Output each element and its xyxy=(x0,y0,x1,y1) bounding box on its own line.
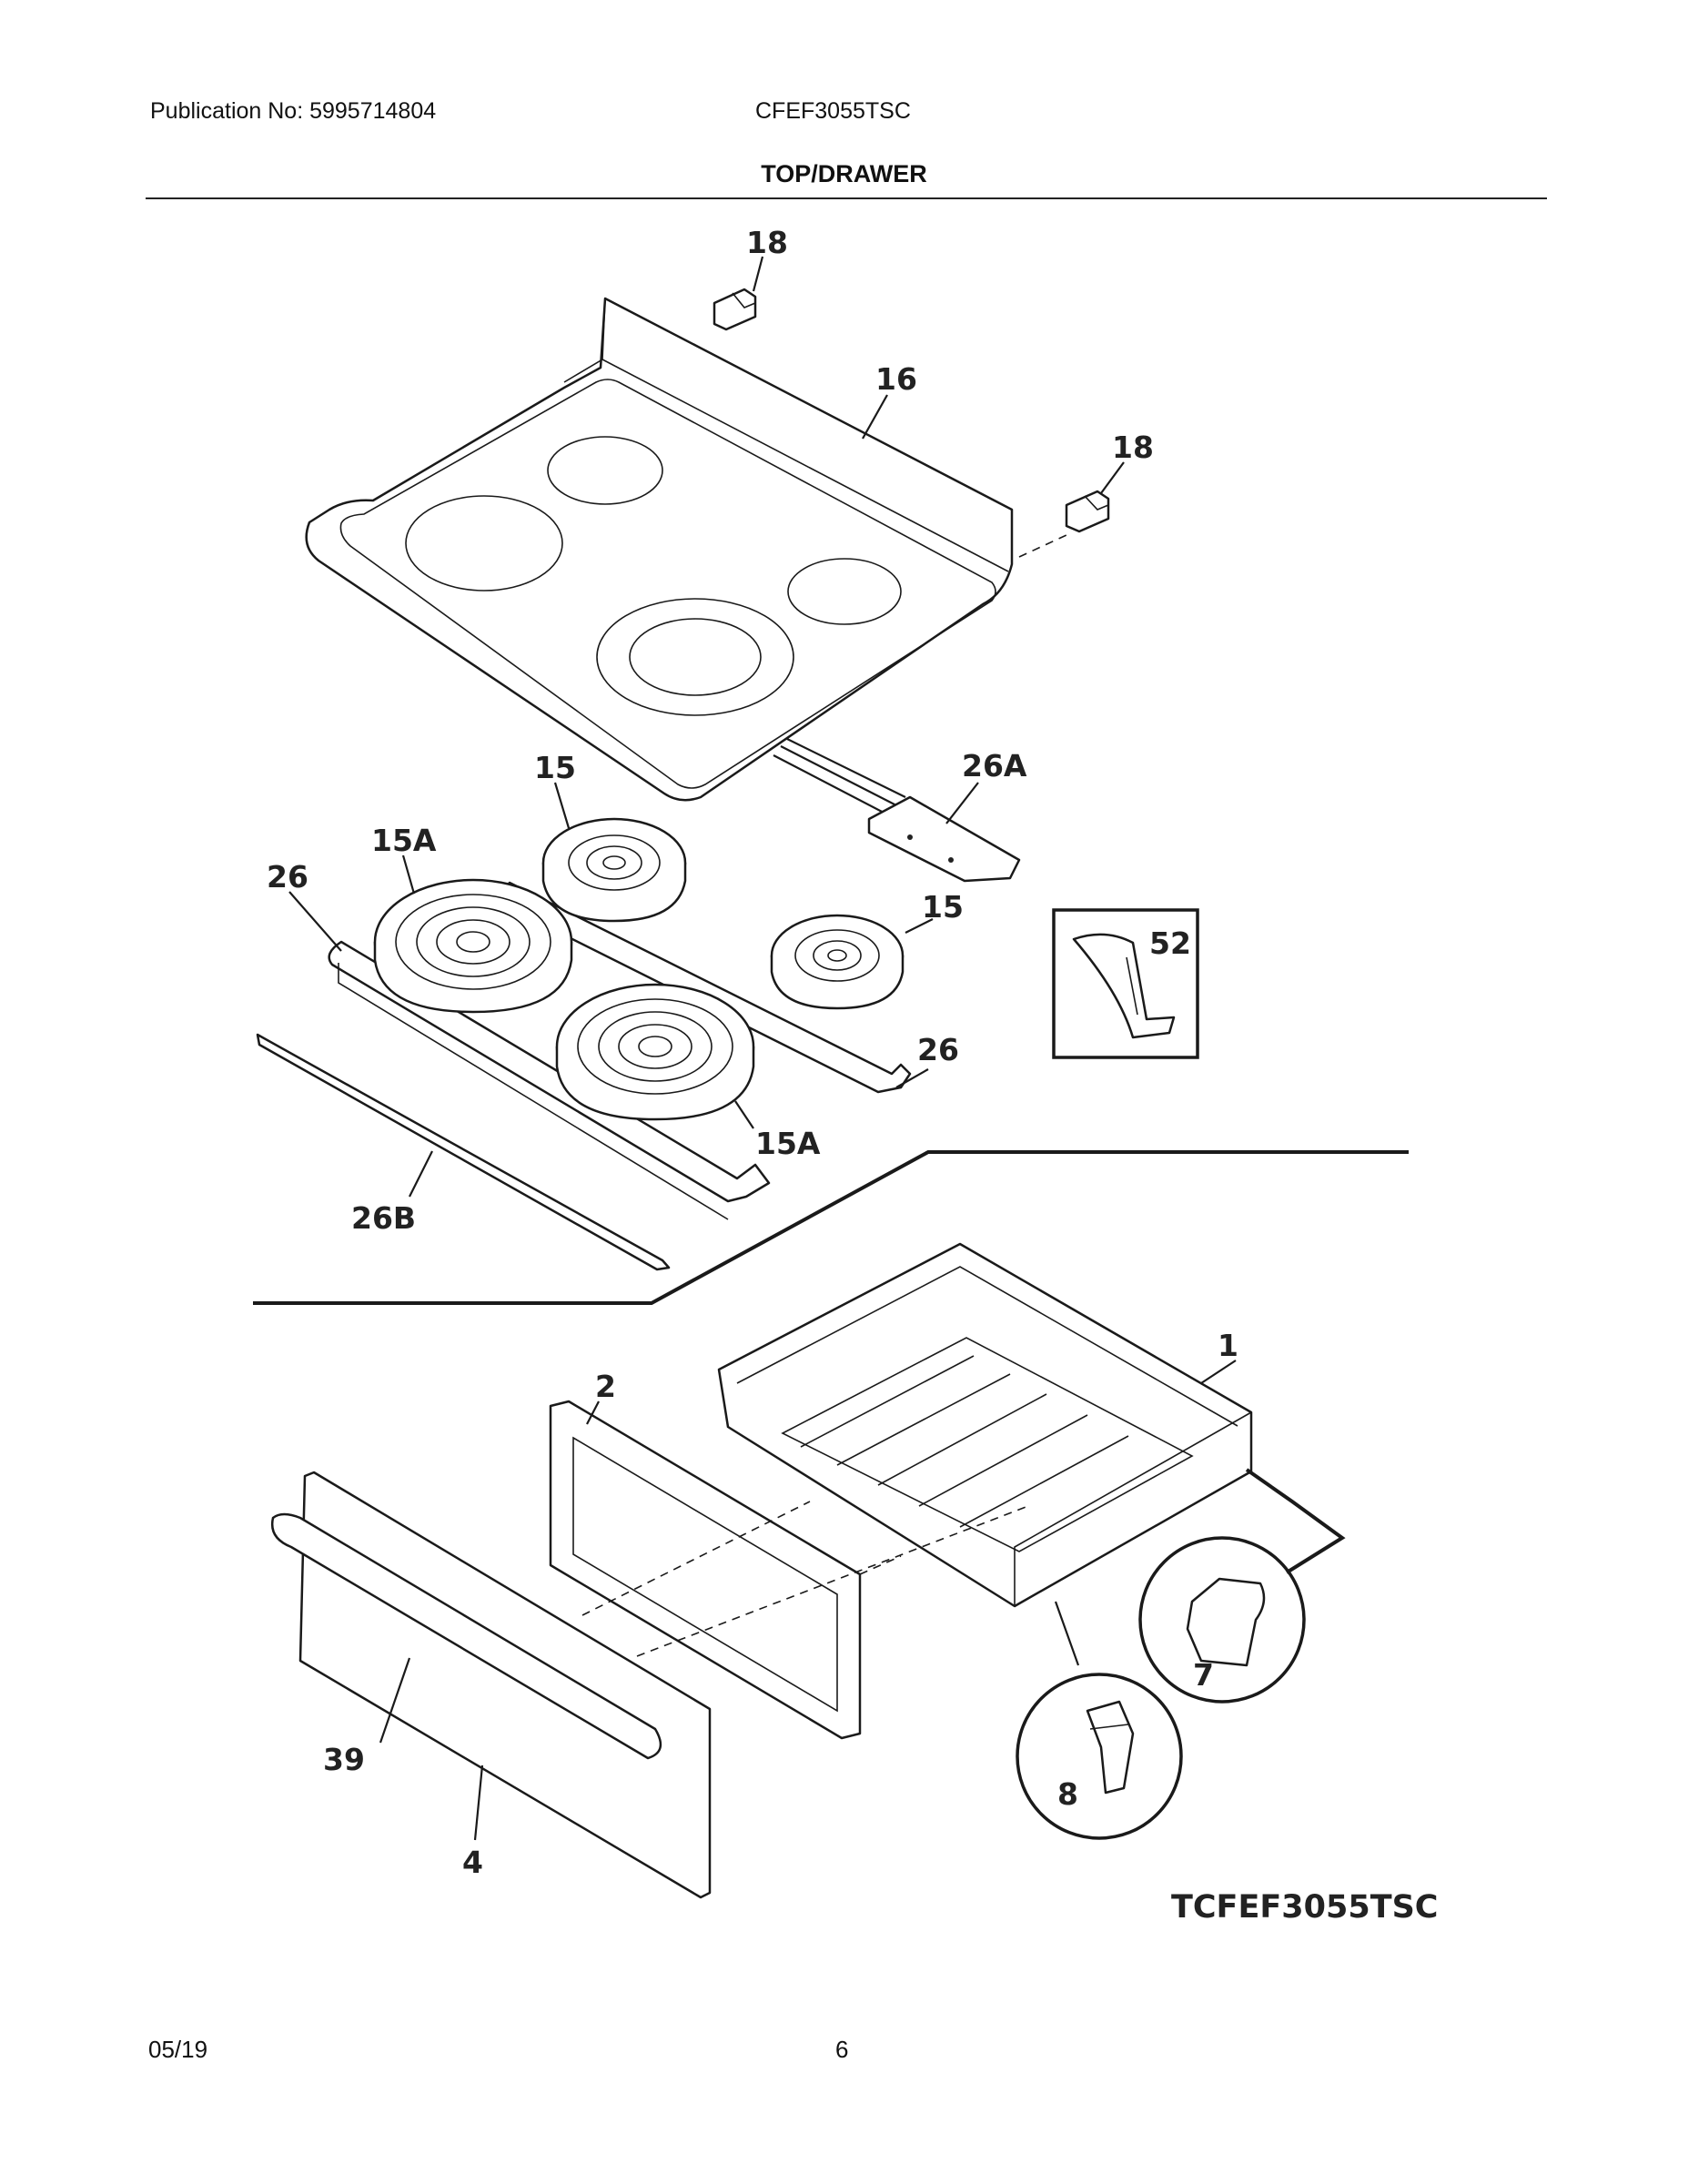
surface-element-large-left xyxy=(373,878,573,1014)
callout-16: 16 xyxy=(875,361,917,397)
callout-18-rear-left: 18 xyxy=(746,225,788,260)
callout-26-rear: 26 xyxy=(267,859,308,895)
wire-harness xyxy=(773,738,1021,883)
callout-15A-left: 15A xyxy=(371,823,437,858)
callout-4: 4 xyxy=(462,1845,483,1880)
top-bracket-rear-left xyxy=(713,288,757,331)
callout-52: 52 xyxy=(1149,925,1191,961)
callout-15-front: 15 xyxy=(922,889,964,925)
footer-page-number: 6 xyxy=(835,2036,849,2063)
callout-18-rear-right: 18 xyxy=(1112,430,1154,465)
callout-39: 39 xyxy=(323,1742,365,1777)
detail-circle-part-7 xyxy=(1138,1468,1346,1704)
detail-circle-part-8 xyxy=(1016,1601,1183,1840)
surface-element-large-right xyxy=(555,983,755,1121)
callout-8: 8 xyxy=(1057,1776,1078,1812)
model-number: CFEF3055TSC xyxy=(755,98,911,124)
inset-box-part-52 xyxy=(1052,908,1199,1059)
top-bracket-rear-right xyxy=(1065,490,1110,533)
diagram-code: TCFEF3055TSC xyxy=(1171,1889,1438,1926)
callout-15A-right: 15A xyxy=(755,1126,821,1161)
cooktop-glass-top xyxy=(305,297,1014,802)
drawer-inner-panel xyxy=(549,1400,862,1740)
surface-element-small-front xyxy=(770,914,905,1010)
callout-26A: 26A xyxy=(962,748,1027,784)
section-title: TOP/DRAWER xyxy=(761,160,927,187)
callout-15-rear: 15 xyxy=(534,750,576,785)
callout-1: 1 xyxy=(1218,1328,1238,1363)
callout-26B: 26B xyxy=(351,1200,416,1236)
callout-26-front: 26 xyxy=(917,1032,959,1067)
header-rule xyxy=(146,197,1547,199)
front-trim-strip xyxy=(256,1033,671,1271)
drawer-body xyxy=(717,1242,1253,1608)
section-divider xyxy=(253,1150,1409,1305)
footer-date: 05/19 xyxy=(148,2036,208,2063)
surface-element-small-rear xyxy=(541,817,687,923)
publication-number: Publication No: 5995714804 xyxy=(150,98,437,124)
callout-7: 7 xyxy=(1193,1657,1214,1693)
callout-2: 2 xyxy=(595,1369,616,1404)
drawer-front-panel xyxy=(270,1471,712,1899)
